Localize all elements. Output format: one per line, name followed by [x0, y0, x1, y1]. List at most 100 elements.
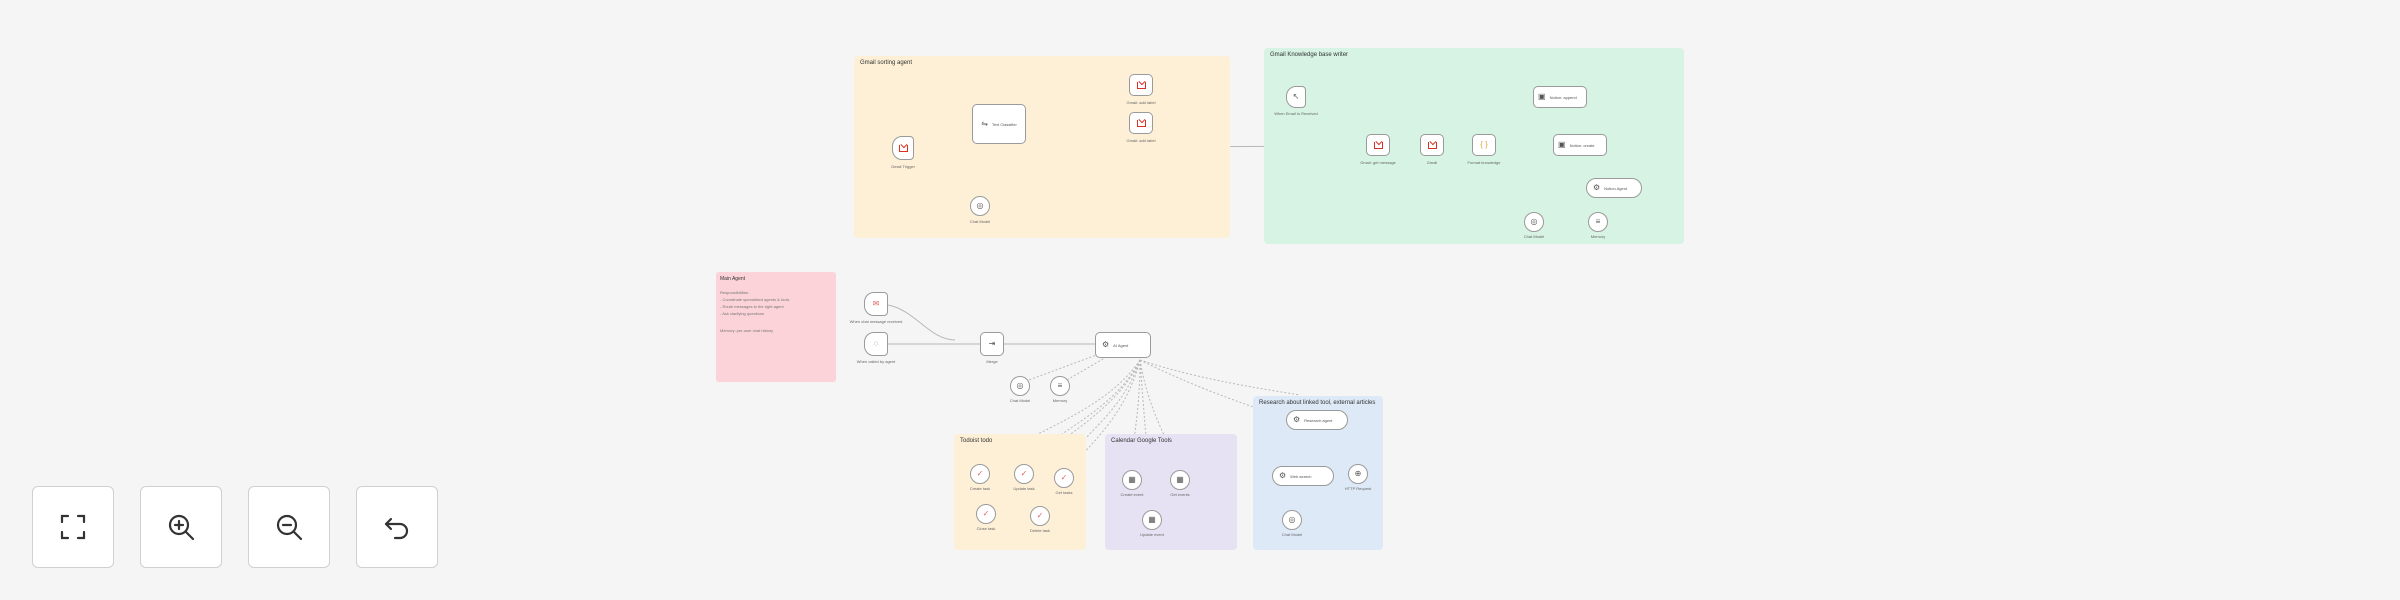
model-icon: ◎	[976, 201, 984, 210]
node-label: Get tasks	[1055, 490, 1073, 495]
gmail-icon	[1136, 119, 1146, 127]
kb-code-node[interactable]: { }	[1472, 134, 1496, 156]
main-agent-node[interactable]: ⚙ AI Agent	[1095, 332, 1151, 358]
node-label: Text Classifier	[991, 121, 1017, 127]
node-label: Create event	[1120, 492, 1144, 497]
node-label: Close task	[976, 526, 996, 531]
node-label: Chat Model	[1523, 234, 1545, 239]
group-sorting[interactable]: Gmail sorting agent	[854, 56, 1230, 238]
calendar-tool-2[interactable]: ▦	[1170, 470, 1190, 490]
kb-notion-node-1[interactable]: ▣ Notion: append	[1533, 86, 1587, 108]
node-label: Chat Model	[1281, 532, 1303, 537]
group-title: Gmail sorting agent	[860, 60, 913, 66]
node-label: Get events	[1170, 492, 1190, 497]
todo-tool-1[interactable]: ✓	[970, 464, 990, 484]
todo-icon: ✓	[1020, 469, 1028, 478]
kb-gmail-node-2[interactable]	[1420, 134, 1444, 156]
undo-icon	[384, 517, 409, 540]
node-label: Research agent	[1304, 417, 1333, 423]
zoom-out-icon	[276, 514, 303, 541]
todo-tool-5[interactable]: ✓	[1030, 506, 1050, 526]
agent-icon: ⚙	[1102, 340, 1110, 349]
sticky-note[interactable]: Main Agent Responsibilities: - Coordinat…	[716, 272, 836, 382]
node-label: When chat message received	[849, 319, 903, 324]
zoom-in-button[interactable]	[140, 486, 222, 568]
text-classifier-node[interactable]: ⇋ Text Classifier	[972, 104, 1026, 144]
fit-view-icon	[60, 514, 86, 540]
model-icon: ◎	[1530, 217, 1538, 226]
kb-trigger-node[interactable]: ↖	[1286, 86, 1306, 108]
todo-icon: ✓	[982, 509, 990, 518]
group-title: Todoist todo	[960, 438, 993, 444]
code-icon: { }	[1480, 140, 1488, 149]
gmail-label-node-b[interactable]	[1129, 112, 1153, 134]
todo-tool-3[interactable]: ✓	[1054, 468, 1074, 488]
node-label: When Email Is Received	[1274, 111, 1318, 116]
node-label: Gmail: add label	[1126, 138, 1156, 143]
node-label: Chat Model	[1009, 398, 1031, 403]
main-memory-node[interactable]: ≡	[1050, 376, 1070, 396]
node-label: Update event	[1140, 532, 1164, 537]
todo-icon: ✓	[1036, 511, 1044, 520]
chat-icon: ✉	[872, 299, 880, 308]
reset-button[interactable]	[356, 486, 438, 568]
calendar-tool-3[interactable]: ▦	[1142, 510, 1162, 530]
merge-node[interactable]: ⇥	[980, 332, 1004, 356]
http-request-node[interactable]: ⊕	[1348, 464, 1368, 484]
group-title: Gmail Knowledge base writer	[1270, 52, 1349, 58]
gmail-icon	[1427, 141, 1437, 149]
pointer-icon: ↖	[1292, 92, 1300, 101]
node-label: Notion: append	[1549, 94, 1577, 100]
main-model-node[interactable]: ◎	[1010, 376, 1030, 396]
node-label: HTTP Request	[1344, 486, 1372, 491]
kb-memory-node[interactable]: ≡	[1588, 212, 1608, 232]
todo-icon: ✓	[976, 469, 984, 478]
web-search-node[interactable]: ⚙ Web search	[1272, 466, 1334, 486]
notion-icon: ▣	[1558, 140, 1566, 149]
chat-trigger-node-1[interactable]: ✉	[864, 292, 888, 316]
group-title: Calendar Google Tools	[1111, 438, 1172, 444]
merge-icon: ⇥	[988, 339, 996, 348]
gmail-trigger-node[interactable]	[892, 136, 914, 160]
agent-icon: ⚙	[1593, 183, 1601, 192]
node-label: Delete task	[1029, 528, 1050, 533]
calendar-icon: ▦	[1148, 515, 1156, 524]
note-line: Responsibilities:	[720, 290, 749, 295]
group-calendar[interactable]: Calendar Google Tools	[1105, 434, 1237, 550]
node-label: Chat Model	[969, 219, 991, 224]
node-label: Update task	[1013, 486, 1035, 491]
agent-icon: ⚙	[1293, 415, 1301, 424]
chat-icon: ◌	[873, 339, 879, 348]
todo-tool-2[interactable]: ✓	[1014, 464, 1034, 484]
kb-model-node[interactable]: ◎	[1524, 212, 1544, 232]
note-line: - Route messages to the right agent	[720, 304, 784, 309]
group-title: Research about linked tool, external art…	[1259, 400, 1376, 406]
node-label: Gmail Trigger	[890, 164, 915, 169]
research-model-node[interactable]: ◎	[1282, 510, 1302, 530]
node-label: Memory	[1052, 398, 1068, 403]
node-label: Memory	[1590, 234, 1606, 239]
todo-tool-4[interactable]: ✓	[976, 504, 996, 524]
chat-trigger-node-2[interactable]: ◌	[864, 332, 888, 356]
classifier-icon: ⇋	[981, 119, 988, 128]
node-label: AI Agent	[1113, 342, 1129, 348]
kb-agent-node[interactable]: ⚙ Notion Agent	[1586, 178, 1642, 198]
group-todo[interactable]: Todoist todo	[954, 434, 1086, 550]
kb-notion-node-2[interactable]: ▣ Notion: create	[1553, 134, 1607, 156]
node-label: Create task	[969, 486, 991, 491]
todo-icon: ✓	[1060, 473, 1068, 482]
fit-view-button[interactable]	[32, 486, 114, 568]
node-label: When called by agent	[856, 359, 896, 364]
classifier-model-node[interactable]: ◎	[970, 196, 990, 216]
agent-icon: ⚙	[1279, 471, 1287, 480]
research-agent-node[interactable]: ⚙ Research agent	[1286, 410, 1348, 430]
node-label: Merge	[986, 359, 998, 364]
gmail-label-node-a[interactable]	[1129, 74, 1153, 96]
calendar-icon: ▦	[1128, 475, 1136, 484]
calendar-tool-1[interactable]: ▦	[1122, 470, 1142, 490]
node-label: Format knowledge	[1467, 160, 1501, 165]
kb-gmail-node-1[interactable]	[1366, 134, 1390, 156]
zoom-in-icon	[168, 514, 195, 541]
zoom-out-button[interactable]	[248, 486, 330, 568]
